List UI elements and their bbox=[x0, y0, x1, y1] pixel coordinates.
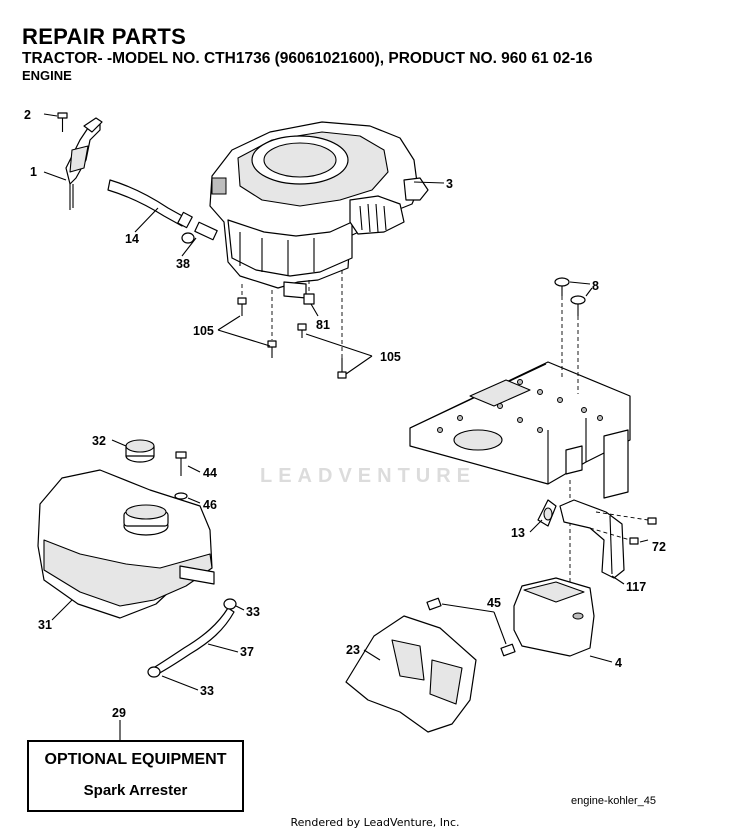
gasket-part-13[interactable] bbox=[537, 499, 557, 527]
washer-part-81[interactable] bbox=[303, 293, 315, 305]
callout-117[interactable]: 117 bbox=[626, 580, 646, 594]
callout-31[interactable]: 31 bbox=[38, 618, 52, 632]
clamp-part-38[interactable] bbox=[181, 232, 195, 244]
callout-105-b[interactable]: 105 bbox=[380, 350, 401, 364]
page-title: REPAIR PARTS bbox=[22, 24, 187, 49]
callout-37[interactable]: 37 bbox=[240, 645, 254, 659]
callout-8[interactable]: 8 bbox=[592, 279, 599, 293]
callout-14[interactable]: 14 bbox=[125, 232, 139, 246]
callout-44[interactable]: 44 bbox=[203, 466, 217, 480]
fuel-tank-part-31[interactable] bbox=[37, 469, 215, 619]
section-label: ENGINE bbox=[22, 68, 72, 83]
bolt-part-8-a[interactable] bbox=[554, 277, 570, 296]
muffler-part-4[interactable] bbox=[513, 577, 595, 657]
clamp-part-33-b[interactable] bbox=[147, 666, 161, 678]
callout-32[interactable]: 32 bbox=[92, 434, 106, 448]
callout-72[interactable]: 72 bbox=[652, 540, 666, 554]
engine-part[interactable] bbox=[209, 121, 429, 299]
callout-4[interactable]: 4 bbox=[615, 656, 622, 670]
exhaust-pipe-part-117[interactable] bbox=[559, 499, 625, 579]
optional-equipment-box: OPTIONAL EQUIPMENT Spark Arrester bbox=[27, 740, 244, 812]
figure-reference: engine-kohler_45 bbox=[571, 795, 657, 807]
callout-2[interactable]: 2 bbox=[24, 108, 31, 122]
callout-38[interactable]: 38 bbox=[176, 257, 190, 271]
callout-1[interactable]: 1 bbox=[30, 165, 37, 179]
callout-33-a[interactable]: 33 bbox=[246, 605, 260, 619]
fuel-line-part[interactable] bbox=[107, 179, 218, 241]
clamp-part-33-a[interactable] bbox=[223, 598, 237, 610]
bolt-part-105-d[interactable] bbox=[337, 358, 347, 379]
optional-equipment-heading: OPTIONAL EQUIPMENT bbox=[44, 751, 227, 768]
spark-arrester-label[interactable]: Spark Arrester bbox=[83, 782, 188, 799]
render-credit: Rendered by LeadVenture, Inc. bbox=[290, 816, 460, 829]
screw-part-72-b[interactable] bbox=[629, 537, 639, 545]
throttle-control-part[interactable] bbox=[65, 117, 103, 210]
screw-part-45-a[interactable] bbox=[426, 597, 442, 611]
callout-23[interactable]: 23 bbox=[346, 643, 360, 657]
screw-part-44[interactable] bbox=[175, 451, 187, 476]
fuel-cap-part-32[interactable] bbox=[125, 439, 155, 463]
model-subtitle: TRACTOR- -MODEL NO. CTH1736 (96061021600… bbox=[22, 50, 593, 67]
bolt-part-105-a[interactable] bbox=[237, 297, 247, 316]
bolt-part-105-c[interactable] bbox=[297, 323, 307, 338]
frame-plate-part[interactable] bbox=[409, 361, 631, 499]
callout-105-a[interactable]: 105 bbox=[193, 324, 214, 338]
callout-45[interactable]: 45 bbox=[487, 596, 501, 610]
bolt-part-8-b[interactable] bbox=[570, 295, 586, 316]
screw-part-45-b[interactable] bbox=[500, 643, 516, 657]
watermark: LEADVENTURE bbox=[260, 465, 477, 487]
fuel-hose-part-37[interactable] bbox=[149, 607, 235, 677]
callout-3[interactable]: 3 bbox=[446, 177, 453, 191]
bolt-part-105-b[interactable] bbox=[267, 340, 277, 358]
screw-part-72-a[interactable] bbox=[647, 517, 657, 525]
callout-13[interactable]: 13 bbox=[511, 526, 525, 540]
screw-part-2[interactable] bbox=[57, 112, 68, 132]
callout-46[interactable]: 46 bbox=[203, 498, 217, 512]
callout-33-b[interactable]: 33 bbox=[200, 684, 214, 698]
washer-part-46[interactable] bbox=[174, 492, 188, 500]
callout-81[interactable]: 81 bbox=[316, 318, 330, 332]
heat-shield-part-23[interactable] bbox=[345, 615, 477, 733]
callout-29[interactable]: 29 bbox=[112, 706, 126, 720]
